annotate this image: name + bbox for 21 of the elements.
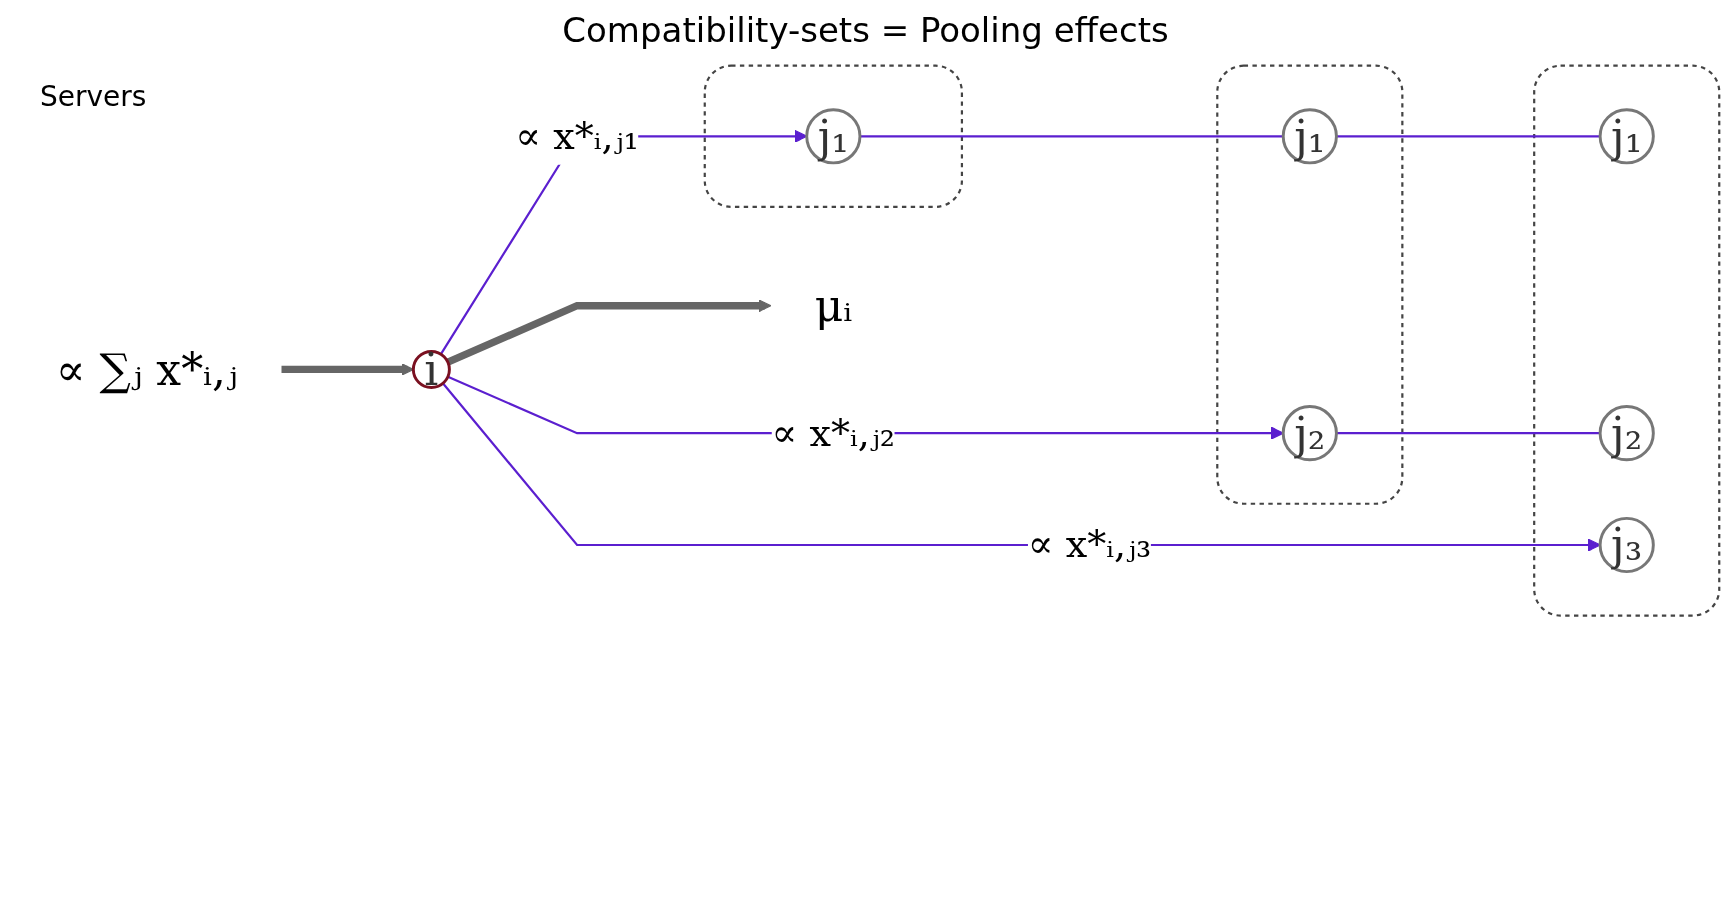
cluster bbox=[1533, 64, 1721, 617]
node-circle: j₃ bbox=[1598, 516, 1655, 574]
diagram-title: Compatibility-sets = Pooling effects bbox=[561, 10, 1170, 50]
edge-label: ∝ x*ᵢ,ⱼ₁ bbox=[515, 113, 639, 158]
arrow bbox=[446, 299, 772, 366]
cluster bbox=[1216, 64, 1404, 505]
node-circle: j₁ bbox=[1281, 108, 1338, 165]
connector bbox=[1336, 432, 1601, 435]
arrow bbox=[442, 382, 1601, 552]
node-circle: j₁ bbox=[805, 108, 862, 165]
node-circle: i bbox=[411, 349, 451, 389]
node-circle: j₂ bbox=[1598, 405, 1655, 462]
edge-label: ∝ x*ᵢ,ⱼ₃ bbox=[1027, 522, 1152, 567]
edge-label: ∝ x*ᵢ,ⱼ₂ bbox=[771, 410, 896, 455]
connector bbox=[859, 135, 1284, 138]
node-text: ∝ ∑ⱼ x*ᵢ,ⱼ bbox=[55, 343, 238, 396]
text-label: Servers bbox=[40, 80, 147, 113]
node-circle: j₂ bbox=[1281, 405, 1338, 462]
node-text: μᵢ bbox=[814, 280, 853, 332]
node-circle: j₁ bbox=[1598, 108, 1655, 165]
connector bbox=[1336, 135, 1601, 138]
